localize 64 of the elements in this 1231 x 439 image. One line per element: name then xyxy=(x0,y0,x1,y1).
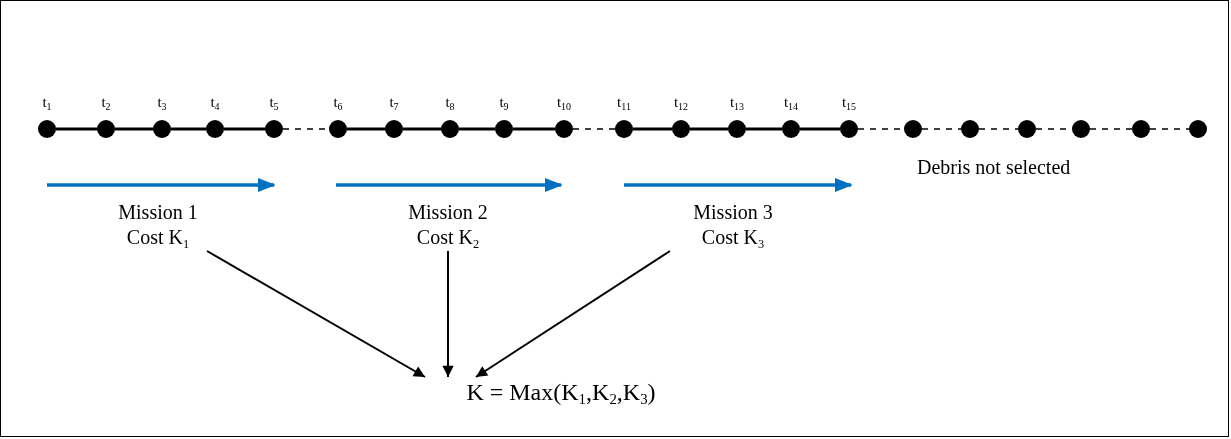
debris-dot xyxy=(615,120,633,138)
debris-dot xyxy=(441,120,459,138)
debris-dot xyxy=(782,120,800,138)
time-label: t$_{5}$ xyxy=(269,93,279,111)
connector-line xyxy=(633,127,672,131)
time-label: t$_{14}$ xyxy=(783,93,799,111)
time-label: t$_{6}$ xyxy=(333,93,343,111)
connector-line xyxy=(115,127,153,131)
connector-line xyxy=(403,127,441,131)
debris-dot xyxy=(153,120,171,138)
connector-line xyxy=(1149,128,1190,130)
time-label: t$_{8}$ xyxy=(445,93,455,111)
time-label: t$_{3}$ xyxy=(157,93,167,111)
time-label: t$_{13}$ xyxy=(729,93,745,111)
debris-dot xyxy=(1132,120,1150,138)
time-label: t$_{15}$ xyxy=(841,93,857,111)
cost-text: Cost K$_{3}$ xyxy=(701,225,765,250)
debris-dot xyxy=(329,120,347,138)
connector-line xyxy=(1089,128,1133,130)
cost-text: Cost K$_{1}$ xyxy=(126,225,190,250)
debris-dot xyxy=(1072,120,1090,138)
debris-dot xyxy=(840,120,858,138)
mission-title: Mission 3 xyxy=(693,200,773,225)
connector-line xyxy=(459,127,495,131)
connector-line xyxy=(746,127,782,131)
connector-line xyxy=(513,127,555,131)
connector-line xyxy=(572,128,616,130)
debris-dot xyxy=(265,120,283,138)
time-label: t$_{9}$ xyxy=(499,93,509,111)
arrow xyxy=(206,250,426,378)
formula-text: K = Max(K$_{1}$,K$_{2}$,K$_{3}$) xyxy=(466,379,656,405)
debris-dot xyxy=(206,120,224,138)
arrow xyxy=(474,250,671,378)
debris-dot xyxy=(555,120,573,138)
time-label: t$_{1}$ xyxy=(42,93,52,111)
connector-line xyxy=(921,128,962,130)
connector-line xyxy=(56,127,97,131)
debris-dot xyxy=(1189,120,1207,138)
debris-dot xyxy=(97,120,115,138)
connector-line xyxy=(690,127,728,131)
debris-dot xyxy=(1018,120,1036,138)
debris-dot xyxy=(495,120,513,138)
connector-line xyxy=(800,127,840,131)
mission-title: Mission 1 xyxy=(118,200,198,225)
time-label: t$_{7}$ xyxy=(389,93,399,111)
cost-text: Cost K$_{2}$ xyxy=(416,225,480,250)
connector-line xyxy=(978,128,1019,130)
mission-title: Mission 2 xyxy=(408,200,488,225)
debris-dot xyxy=(672,120,690,138)
debris-dot xyxy=(385,120,403,138)
note-text: Debris not selected xyxy=(917,156,1071,179)
connector-line xyxy=(224,127,265,131)
time-label: t$_{4}$ xyxy=(210,93,220,111)
time-label: t$_{12}$ xyxy=(673,93,689,111)
debris-dot xyxy=(961,120,979,138)
debris-dot xyxy=(38,120,56,138)
connector-line xyxy=(171,127,206,131)
arrow xyxy=(442,250,454,378)
time-label: t$_{2}$ xyxy=(101,93,111,111)
debris-dot xyxy=(904,120,922,138)
time-label: t$_{11}$ xyxy=(617,93,631,111)
debris-dot xyxy=(728,120,746,138)
connector-line xyxy=(347,127,385,131)
time-label: t$_{10}$ xyxy=(556,93,572,111)
